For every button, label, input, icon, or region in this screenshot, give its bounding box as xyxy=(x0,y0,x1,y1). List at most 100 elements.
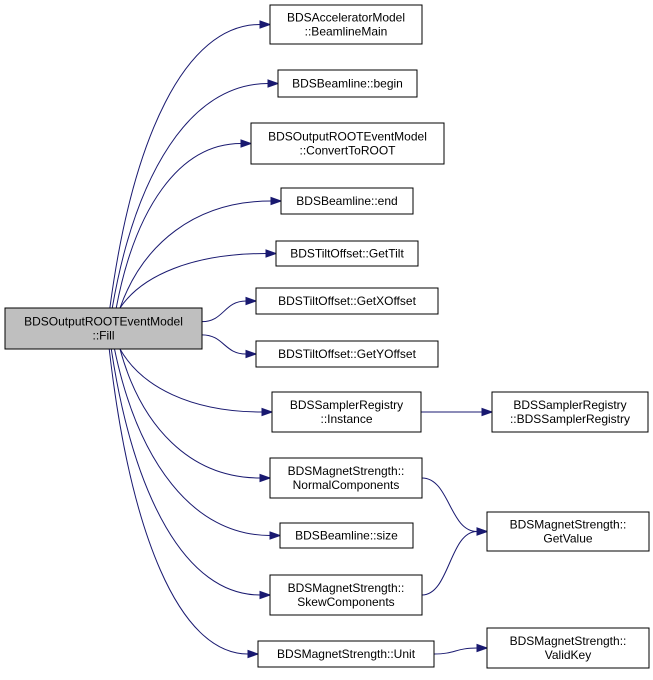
edge-fill-to-instance xyxy=(119,348,274,417)
arrowhead xyxy=(240,139,253,148)
node-label-line: BDSMagnetStrength::Unit xyxy=(277,647,416,661)
edge-fill-to-converttoroot xyxy=(115,139,253,309)
node-label-line: BDSAcceleratorModel xyxy=(287,11,405,25)
node-label-line: GetValue xyxy=(543,532,592,546)
node-label-line: BDSSamplerRegistry xyxy=(513,398,626,412)
node-label-line: ::BDSSamplerRegistry xyxy=(510,412,630,426)
edge-line xyxy=(119,348,263,413)
node-label-line: BDSBeamline::end xyxy=(296,194,397,208)
node-bdssamplerregistry[interactable]: BDSSamplerRegistry::BDSSamplerRegistry xyxy=(491,391,649,433)
edge-line xyxy=(421,477,478,532)
node-label-line: BDSMagnetStrength:: xyxy=(288,464,405,478)
node-box xyxy=(255,287,439,315)
node-begin[interactable]: BDSBeamline::begin xyxy=(277,69,418,98)
node-getxoffset[interactable]: BDSTiltOffset::GetXOffset xyxy=(255,287,439,315)
edge-line xyxy=(110,348,261,596)
edge-fill-to-end xyxy=(119,196,283,309)
arrowhead xyxy=(245,349,258,359)
node-box xyxy=(255,340,439,368)
edge-line xyxy=(433,647,478,655)
edge-line xyxy=(119,253,267,309)
call-graph-edges xyxy=(108,20,494,659)
node-label-line: BDSTiltOffset::GetXOffset xyxy=(278,294,416,308)
node-box xyxy=(250,122,445,165)
node-fill[interactable]: BDSOutputROOTEventModel::Fill xyxy=(4,307,203,350)
node-label-line: BDSBeamline::begin xyxy=(292,77,403,91)
edge-fill-to-gettilt xyxy=(119,249,278,309)
edge-line xyxy=(119,348,261,479)
edge-instance-to-bdssamplerregistry xyxy=(421,407,494,417)
node-label-line: BDSMagnetStrength:: xyxy=(510,634,627,648)
node-box xyxy=(491,391,649,433)
arrowhead xyxy=(261,407,274,417)
node-label-line: BDSTiltOffset::GetYOffset xyxy=(278,347,416,361)
node-label-line: BDSOutputROOTEventModel xyxy=(24,315,183,329)
edge-line xyxy=(109,24,261,309)
edge-fill-to-getxoffset xyxy=(201,296,258,323)
edge-fill-to-beamlinemain xyxy=(109,20,272,309)
arrowhead xyxy=(245,296,258,306)
node-box xyxy=(269,4,423,45)
arrowhead xyxy=(269,531,282,540)
node-label-line: BDSMagnetStrength:: xyxy=(510,518,627,532)
edge-line xyxy=(119,200,272,309)
edge-normalcomponents-to-getvalue xyxy=(421,477,489,536)
node-label-line: BDSOutputROOTEventModel xyxy=(268,130,427,144)
node-label-line: ::Instance xyxy=(320,412,372,426)
node-size[interactable]: BDSBeamline::size xyxy=(279,522,414,549)
node-box xyxy=(269,574,423,616)
node-label-line: ValidKey xyxy=(545,648,591,662)
edge-fill-to-size xyxy=(114,348,282,540)
node-box xyxy=(4,307,203,350)
arrowhead xyxy=(476,527,489,536)
arrowhead xyxy=(259,20,272,29)
node-validkey[interactable]: BDSMagnetStrength::ValidKey xyxy=(486,627,650,669)
node-label-line: ::BeamlineMain xyxy=(305,25,388,39)
edge-line xyxy=(421,531,478,596)
arrowhead xyxy=(259,473,272,483)
node-label-line: BDSTiltOffset::GetTilt xyxy=(290,247,404,261)
edge-fill-to-normalcomponents xyxy=(119,348,272,483)
node-beamlinemain[interactable]: BDSAcceleratorModel::BeamlineMain xyxy=(269,4,423,45)
node-label-line: NormalComponents xyxy=(293,478,400,492)
edge-fill-to-getyoffset xyxy=(201,334,258,359)
node-instance[interactable]: BDSSamplerRegistry::Instance xyxy=(271,391,422,433)
edge-skewcomponents-to-getvalue xyxy=(421,527,489,596)
node-box xyxy=(257,640,435,668)
node-box xyxy=(279,522,414,549)
node-label-line: BDSSamplerRegistry xyxy=(290,398,403,412)
node-box xyxy=(269,457,423,499)
node-getvalue[interactable]: BDSMagnetStrength::GetValue xyxy=(486,511,650,552)
arrowhead xyxy=(270,196,283,206)
node-unit[interactable]: BDSMagnetStrength::Unit xyxy=(257,640,435,668)
edge-line xyxy=(114,348,271,536)
edge-line xyxy=(108,348,249,655)
node-getyoffset[interactable]: BDSTiltOffset::GetYOffset xyxy=(255,340,439,368)
arrowhead xyxy=(267,79,280,88)
node-converttoroot[interactable]: BDSOutputROOTEventModel::ConvertToROOT xyxy=(250,122,445,165)
node-normalcomponents[interactable]: BDSMagnetStrength::NormalComponents xyxy=(269,457,423,499)
node-box xyxy=(271,391,422,433)
node-box xyxy=(275,240,419,267)
node-gettilt[interactable]: BDSTiltOffset::GetTilt xyxy=(275,240,419,267)
node-label-line: BDSBeamline::size xyxy=(295,529,398,543)
node-skewcomponents[interactable]: BDSMagnetStrength::SkewComponents xyxy=(269,574,423,616)
node-label-line: SkewComponents xyxy=(297,595,394,609)
edge-fill-to-skewcomponents xyxy=(110,348,272,600)
node-box xyxy=(280,187,414,215)
edge-fill-to-unit xyxy=(108,348,260,659)
arrowhead xyxy=(265,249,278,258)
node-end[interactable]: BDSBeamline::end xyxy=(280,187,414,215)
node-label-line: BDSMagnetStrength:: xyxy=(288,581,405,595)
arrowhead xyxy=(476,643,489,653)
arrowhead xyxy=(247,649,260,659)
node-label-line: ::ConvertToROOT xyxy=(299,144,396,158)
edge-line xyxy=(201,300,247,323)
edge-line xyxy=(115,143,242,309)
node-box xyxy=(486,627,650,669)
edge-unit-to-validkey xyxy=(433,643,489,655)
node-box xyxy=(486,511,650,552)
node-box xyxy=(277,69,418,98)
arrowhead xyxy=(481,407,494,417)
